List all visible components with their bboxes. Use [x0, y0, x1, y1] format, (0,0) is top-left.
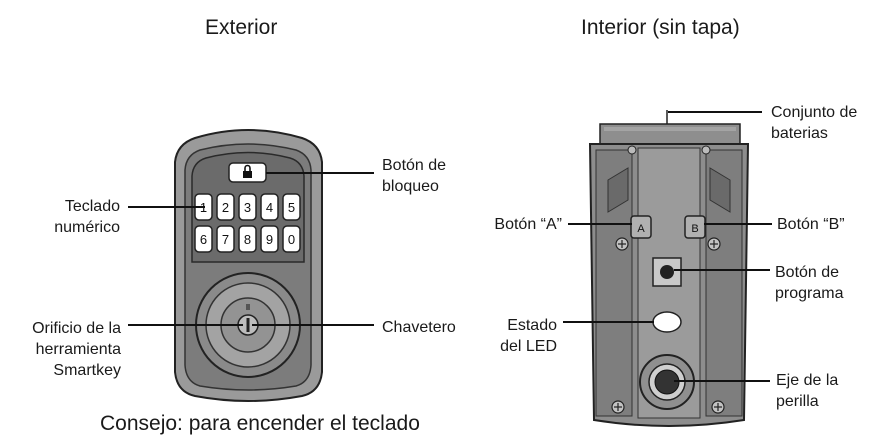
- label-keypad-line1: Teclado: [64, 198, 120, 215]
- interior-lock: A B: [588, 110, 750, 427]
- label-knob-line2: perilla: [776, 393, 819, 410]
- button-b-mark: B: [691, 223, 698, 235]
- label-program-line1: Botón de: [775, 264, 840, 281]
- led-shape: [652, 311, 682, 333]
- key-3: 3: [244, 200, 251, 215]
- label-led-status: Estado del LED: [460, 315, 557, 357]
- label-lock-button-line2: bloqueo: [382, 178, 439, 195]
- interior-title: Interior (sin tapa): [581, 16, 740, 39]
- key-9: 9: [266, 232, 273, 247]
- label-smartkey-hole: Orificio de la herramienta Smartkey: [0, 318, 121, 381]
- label-program-button: Botón de programa: [775, 262, 843, 304]
- label-button-a: Botón “A”: [494, 216, 562, 233]
- label-knob-shaft: Eje de la perilla: [776, 370, 838, 412]
- key-2: 2: [222, 200, 229, 215]
- exterior-lock: 1 2 3 4 5 6 7 8 9 0: [174, 129, 323, 402]
- key-6: 6: [200, 232, 207, 247]
- label-led-line1: Estado: [507, 317, 557, 334]
- tip-text: Consejo: para encender el teclado: [100, 412, 420, 435]
- label-button-b: Botón “B”: [777, 216, 845, 233]
- key-5: 5: [288, 200, 295, 215]
- label-smartkey-line3: Smartkey: [53, 362, 121, 379]
- key-0: 0: [288, 232, 295, 247]
- label-smartkey-line2: herramienta: [35, 341, 121, 358]
- key-7: 7: [222, 232, 229, 247]
- interior-leader-lines: [563, 111, 772, 382]
- label-lock-button-line1: Botón de: [382, 157, 447, 174]
- key-8: 8: [244, 232, 251, 247]
- label-battery-pack: Conjunto de baterias: [771, 102, 857, 144]
- button-a-shape: [630, 215, 652, 239]
- label-program-line2: programa: [775, 285, 844, 302]
- label-battery-line2: baterias: [771, 125, 828, 142]
- label-keypad-line2: numérico: [54, 219, 120, 236]
- key-4: 4: [266, 200, 273, 215]
- label-keyway: Chavetero: [382, 319, 456, 336]
- label-keypad: Teclado numérico: [20, 196, 120, 238]
- button-a-mark: A: [637, 223, 645, 235]
- exterior-title: Exterior: [205, 16, 278, 39]
- padlock-icon: [243, 164, 252, 178]
- exterior-leader-lines: [128, 172, 374, 326]
- label-battery-line1: Conjunto de: [771, 104, 858, 121]
- label-smartkey-line1: Orificio de la: [32, 320, 121, 337]
- button-b-shape: [684, 215, 706, 239]
- label-led-line2: del LED: [500, 338, 557, 355]
- label-lock-button: Botón de bloqueo: [382, 155, 446, 197]
- label-knob-line1: Eje de la: [776, 372, 839, 389]
